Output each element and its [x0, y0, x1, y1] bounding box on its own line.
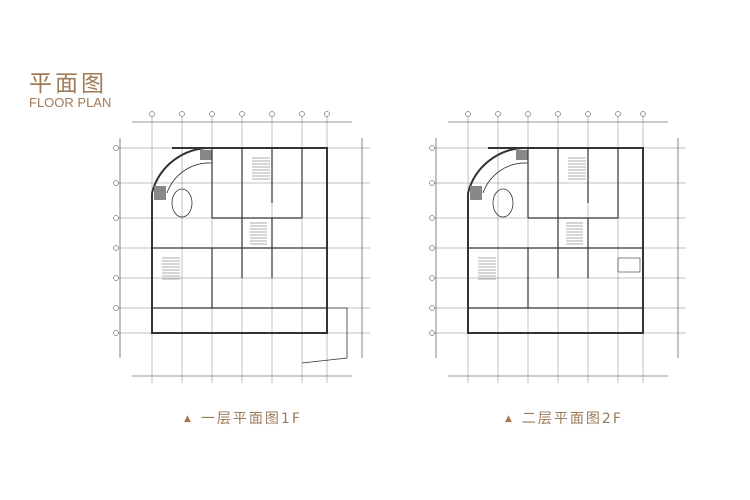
axis-bubble	[429, 305, 435, 311]
shaft-hatch	[516, 150, 528, 160]
axis-bubble	[429, 215, 435, 221]
floor-plan-1f-drawing	[113, 111, 370, 383]
plan-1f-label: 一层平面图1F	[200, 411, 302, 427]
page-subtitle: FLOOR PLAN	[29, 95, 112, 110]
curved-stair	[166, 162, 213, 194]
axis-bubble	[239, 111, 245, 117]
curved-stair	[482, 162, 529, 194]
floor-plan-2f-drawing	[429, 111, 686, 383]
axis-bubble	[640, 111, 646, 117]
axis-bubble	[429, 245, 435, 251]
axis-bubble	[299, 111, 305, 117]
axis-bubble	[113, 180, 119, 186]
axis-bubble	[585, 111, 591, 117]
axis-bubble	[555, 111, 561, 117]
page-title: 平面图	[29, 71, 107, 97]
curved-wall	[151, 146, 213, 194]
axis-bubble	[113, 330, 119, 336]
round-room	[492, 188, 514, 218]
shaft-hatch	[200, 150, 212, 160]
axis-bubble	[113, 245, 119, 251]
axis-bubble	[209, 111, 215, 117]
curved-wall	[467, 146, 529, 194]
triangle-icon: ▲	[184, 414, 193, 424]
axis-bubble	[429, 145, 435, 151]
plan-1f-caption: ▲ 一层平面图1F	[184, 408, 302, 428]
room-outline	[617, 257, 641, 273]
axis-bubble	[615, 111, 621, 117]
axis-bubble	[179, 111, 185, 117]
exterior-wall	[467, 147, 644, 334]
shaft-hatch	[154, 186, 166, 200]
plan-2f-label: 二层平面图2F	[521, 411, 623, 427]
axis-bubble	[113, 145, 119, 151]
axis-bubble	[269, 111, 275, 117]
triangle-icon: ▲	[505, 414, 514, 424]
plan-2f-caption: ▲ 二层平面图2F	[505, 408, 623, 428]
ramp-outline	[301, 307, 348, 364]
exterior-wall	[151, 147, 328, 334]
axis-bubble	[113, 275, 119, 281]
axis-bubble	[495, 111, 501, 117]
axis-bubble	[429, 330, 435, 336]
axis-bubble	[429, 180, 435, 186]
round-room	[171, 188, 193, 218]
axis-bubble	[324, 111, 330, 117]
axis-bubble	[525, 111, 531, 117]
shaft-hatch	[470, 186, 482, 200]
axis-bubble	[465, 111, 471, 117]
axis-bubble	[429, 275, 435, 281]
axis-bubble	[113, 215, 119, 221]
axis-bubble	[113, 305, 119, 311]
axis-bubble	[149, 111, 155, 117]
